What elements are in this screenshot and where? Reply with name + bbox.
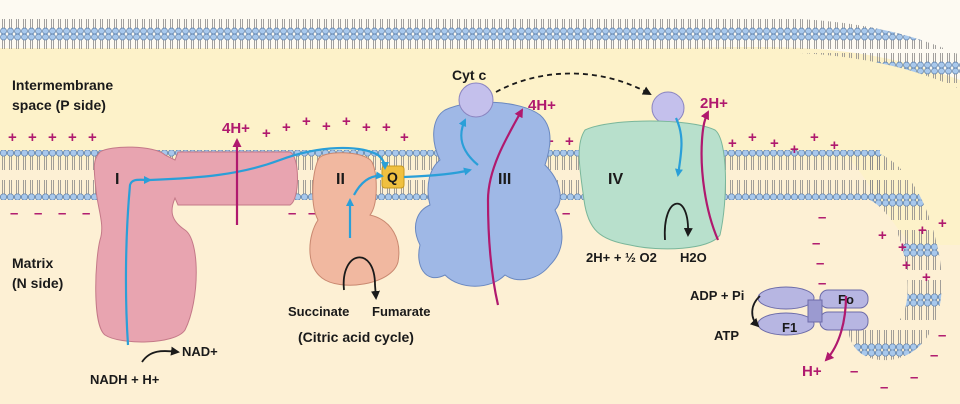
- svg-text:–: –: [818, 275, 826, 292]
- matrix-label: Matrix: [12, 255, 53, 271]
- complex-II: [309, 152, 400, 286]
- svg-text:+: +: [262, 125, 271, 142]
- svg-text:+: +: [302, 113, 311, 130]
- svg-text:+: +: [938, 215, 947, 232]
- electron-flow-arrows: [124, 117, 683, 346]
- svg-text:–: –: [880, 379, 888, 396]
- complex-IV-protons: 2H+: [700, 95, 728, 112]
- matrix-label-2: (N side): [12, 275, 63, 291]
- atp-synthase: [757, 286, 869, 336]
- cytochrome-c-2: [651, 91, 685, 125]
- svg-text:+: +: [400, 129, 409, 146]
- svg-text:+: +: [565, 133, 574, 150]
- succinate-label: Succinate: [288, 304, 349, 319]
- svg-text:+: +: [902, 257, 911, 274]
- adp-label: ADP + Pi: [690, 288, 744, 303]
- svg-text:+: +: [878, 227, 887, 244]
- nad-label: NAD+: [182, 344, 218, 359]
- complex-I: [93, 146, 298, 343]
- citric-acid-cycle-label: (Citric acid cycle): [298, 329, 414, 345]
- cytochrome-c-1: [458, 82, 494, 118]
- svg-text:+: +: [770, 135, 779, 152]
- complex-II-label: II: [336, 171, 345, 188]
- svg-text:–: –: [812, 235, 820, 252]
- atp-synthase-protons: H+: [802, 363, 822, 380]
- q-label: Q: [387, 169, 398, 185]
- svg-text:+: +: [898, 239, 907, 256]
- negative-charges: –––– –– – –––– –––––: [10, 205, 946, 396]
- fumarate-label: Fumarate: [372, 304, 431, 319]
- svg-text:+: +: [48, 129, 57, 146]
- inner-membrane-crista: [848, 150, 942, 361]
- svg-text:+: +: [728, 135, 737, 152]
- complex-IV-label: IV: [608, 171, 623, 188]
- nadh-label: NADH + H+: [90, 372, 160, 387]
- outer-membrane: [0, 17, 960, 90]
- svg-text:+: +: [88, 129, 97, 146]
- intermembrane-label-2: space (P side): [12, 97, 106, 113]
- complex-III-label: III: [498, 171, 511, 188]
- svg-text:–: –: [58, 205, 66, 222]
- svg-text:+: +: [68, 129, 77, 146]
- svg-text:+: +: [362, 119, 371, 136]
- svg-text:–: –: [288, 205, 296, 222]
- svg-text:+: +: [922, 269, 931, 286]
- svg-text:–: –: [82, 205, 90, 222]
- atp-label: ATP: [714, 328, 739, 343]
- svg-text:–: –: [34, 205, 42, 222]
- svg-text:+: +: [382, 119, 391, 136]
- svg-text:+: +: [748, 129, 757, 146]
- svg-text:–: –: [930, 347, 938, 364]
- svg-text:–: –: [562, 205, 570, 222]
- svg-text:+: +: [918, 222, 927, 239]
- oxygen-reactant-label: 2H+ + ½ O2: [586, 250, 657, 265]
- svg-text:–: –: [910, 369, 918, 386]
- svg-text:–: –: [938, 327, 946, 344]
- complex-I-protons: 4H+: [222, 120, 250, 137]
- svg-text:+: +: [322, 118, 331, 135]
- svg-text:–: –: [816, 255, 824, 272]
- svg-text:+: +: [282, 119, 291, 136]
- complex-IV: [578, 120, 726, 250]
- intermembrane-label: Intermembrane: [12, 77, 113, 93]
- svg-text:–: –: [308, 205, 316, 222]
- complex-III-protons: 4H+: [528, 97, 556, 114]
- cyt-c-label: Cyt c: [452, 67, 486, 83]
- proton-arrows: [232, 108, 848, 362]
- svg-text:+: +: [790, 141, 799, 158]
- svg-text:–: –: [10, 205, 18, 222]
- svg-text:–: –: [850, 363, 858, 380]
- svg-text:+: +: [830, 137, 839, 154]
- water-label: H2O: [680, 250, 707, 265]
- svg-text:+: +: [28, 129, 37, 146]
- svg-text:+: +: [810, 129, 819, 146]
- svg-text:–: –: [818, 209, 826, 226]
- reaction-arrows: [141, 202, 761, 363]
- svg-text:+: +: [8, 129, 17, 146]
- complex-I-label: I: [115, 171, 119, 188]
- svg-text:+: +: [342, 113, 351, 130]
- f1-label: F1: [782, 320, 797, 335]
